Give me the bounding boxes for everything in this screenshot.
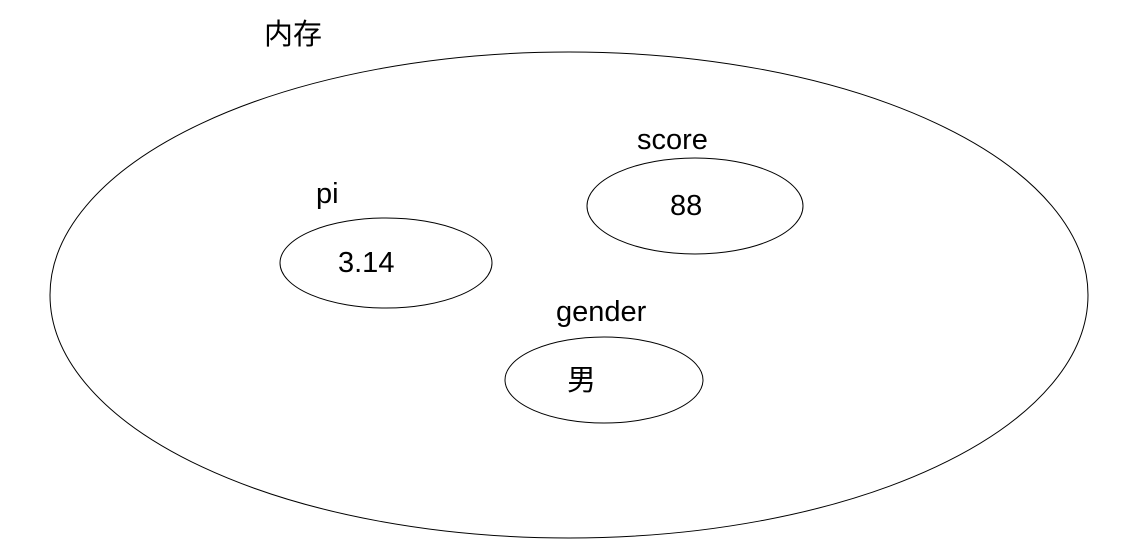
- variable-value-pi: 3.14: [338, 247, 395, 279]
- memory-container-label: 内存: [264, 17, 323, 51]
- variable-label-gender: gender: [556, 296, 647, 328]
- variable-label-score: score: [637, 124, 708, 156]
- memory-container-ellipse: [49, 51, 1089, 539]
- variable-ellipse-gender: [504, 336, 704, 424]
- variable-value-gender: 男: [567, 363, 597, 397]
- variable-ellipse-score: [586, 157, 804, 255]
- variable-ellipse-pi: [279, 217, 493, 309]
- variable-label-pi: pi: [316, 178, 339, 210]
- variable-value-score: 88: [670, 190, 703, 222]
